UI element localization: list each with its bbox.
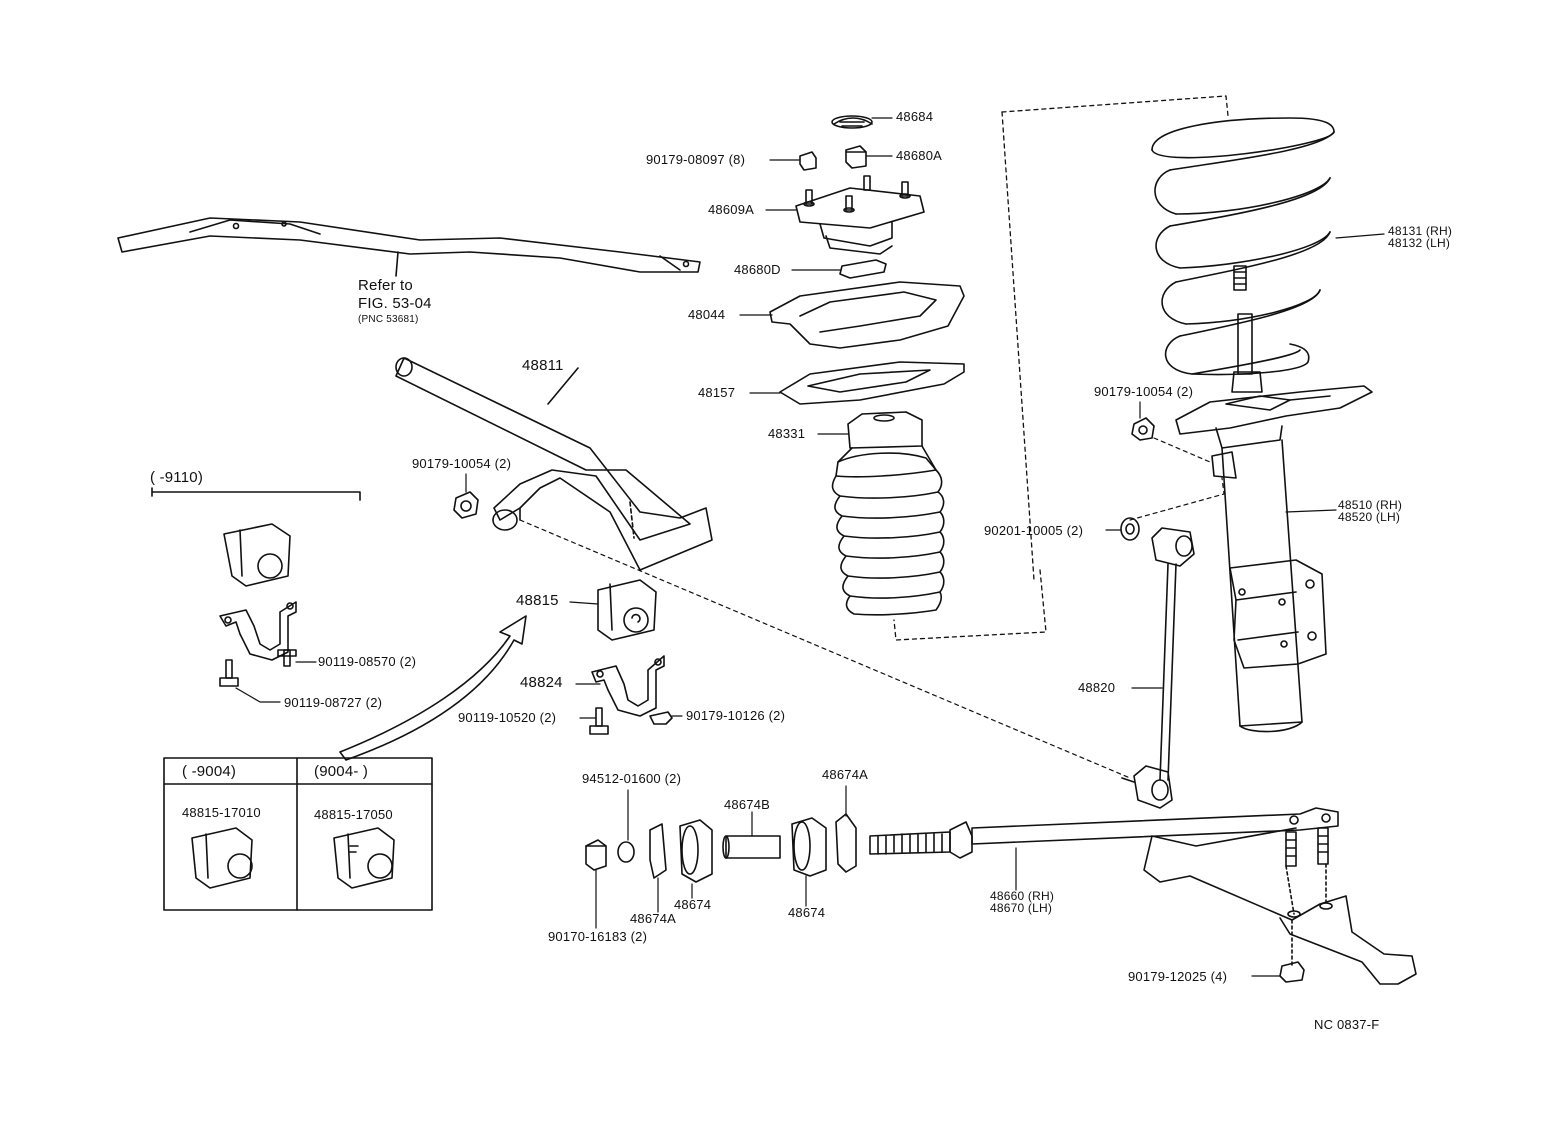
washer-90201-10005-drawing xyxy=(1120,517,1140,541)
label-48131-rh: 48131 (RH) xyxy=(1388,224,1453,238)
label-48157: 48157 xyxy=(698,385,736,400)
bumper-48331-drawing xyxy=(831,411,945,616)
label-48815-17050: 48815-17050 xyxy=(314,807,393,822)
label-90201-10005: 90201-10005 (2) xyxy=(984,523,1084,538)
nut-48680A-drawing xyxy=(845,145,867,169)
stabilizer-link-drawing xyxy=(1121,527,1195,809)
label-48660-rh: 48660 (RH) xyxy=(990,889,1055,903)
label-90179-08097: 90179-08097 (8) xyxy=(646,152,746,167)
coil-spring-drawing xyxy=(1151,117,1335,393)
label-range-to-9004: ( -9004) xyxy=(182,763,237,780)
label-90179-12025: 90179-12025 (4) xyxy=(1128,969,1228,984)
label-diagram-code: NC 0837-F xyxy=(1314,1017,1380,1032)
label-48820: 48820 xyxy=(1078,680,1116,695)
support-48609A-drawing xyxy=(795,175,925,255)
label-90119-08727: 90119-08727 (2) xyxy=(284,695,383,710)
bolt-90119-10520-drawing xyxy=(589,707,609,735)
label-48132-lh: 48132 (LH) xyxy=(1388,236,1451,250)
label-48824: 48824 xyxy=(520,674,563,691)
label-48674A-top: 48674A xyxy=(822,767,869,782)
bushing-48815-drawing xyxy=(597,579,657,641)
label-range-9110: ( -9110) xyxy=(150,469,204,486)
label-range-from-9004: (9004- ) xyxy=(314,763,369,780)
strut-rod-drawing xyxy=(869,807,1417,985)
label-90179-10054-right: 90179-10054 (2) xyxy=(1094,384,1194,399)
label-94512-01600: 94512-01600 (2) xyxy=(582,771,682,786)
nut-90179-10054-left-drawing xyxy=(453,491,479,519)
collar-48680D-drawing xyxy=(839,259,887,279)
variant-box-drawing xyxy=(163,757,433,911)
bracket-48824-drawing xyxy=(591,655,665,717)
label-48670-lh: 48670 (LH) xyxy=(990,901,1053,915)
crossmember-drawing xyxy=(117,217,701,277)
label-48684: 48684 xyxy=(896,109,934,124)
label-pnc: (PNC 53681) xyxy=(358,314,419,325)
label-48510-rh: 48510 (RH) xyxy=(1338,498,1403,512)
label-48815: 48815 xyxy=(516,592,559,609)
label-48520-lh: 48520 (LH) xyxy=(1338,510,1401,524)
nut-90179-10126-drawing xyxy=(649,711,673,725)
label-48674-b: 48674 xyxy=(788,905,826,920)
label-90179-10126: 90179-10126 (2) xyxy=(686,708,786,723)
stabilizer-bar-drawing xyxy=(395,357,713,571)
label-fig: FIG. 53-04 xyxy=(358,295,432,312)
label-48674A-bottom: 48674A xyxy=(630,911,677,926)
insulator-48157-drawing xyxy=(779,361,965,405)
label-48674-a: 48674 xyxy=(674,897,712,912)
label-48331: 48331 xyxy=(768,426,806,441)
label-48680A: 48680A xyxy=(896,148,943,163)
label-48609A: 48609A xyxy=(708,202,755,217)
nut-90179-10054-right-drawing xyxy=(1131,417,1155,441)
label-48044: 48044 xyxy=(688,307,726,322)
leader-lines xyxy=(235,117,1385,977)
label-90179-10054-left: 90179-10054 (2) xyxy=(412,456,512,471)
label-48811: 48811 xyxy=(522,357,564,374)
label-90119-10520: 90119-10520 (2) xyxy=(458,710,557,725)
bushing-early-drawing xyxy=(151,487,361,687)
label-48680D: 48680D xyxy=(734,262,781,277)
shock-absorber-drawing xyxy=(1175,385,1373,733)
label-48815-17010: 48815-17010 xyxy=(182,805,261,820)
label-90119-08570: 90119-08570 (2) xyxy=(318,654,417,669)
dust-cover-48684-drawing xyxy=(831,115,873,129)
seat-48044-drawing xyxy=(769,281,965,349)
callout-arrow xyxy=(339,615,527,761)
nut-90179-08097-drawing xyxy=(799,151,817,171)
label-refer-to: Refer to xyxy=(358,277,413,294)
label-48674B: 48674B xyxy=(724,797,771,812)
strut-rod-hardware-drawing xyxy=(585,813,857,883)
label-90170-16183: 90170-16183 (2) xyxy=(548,929,648,944)
